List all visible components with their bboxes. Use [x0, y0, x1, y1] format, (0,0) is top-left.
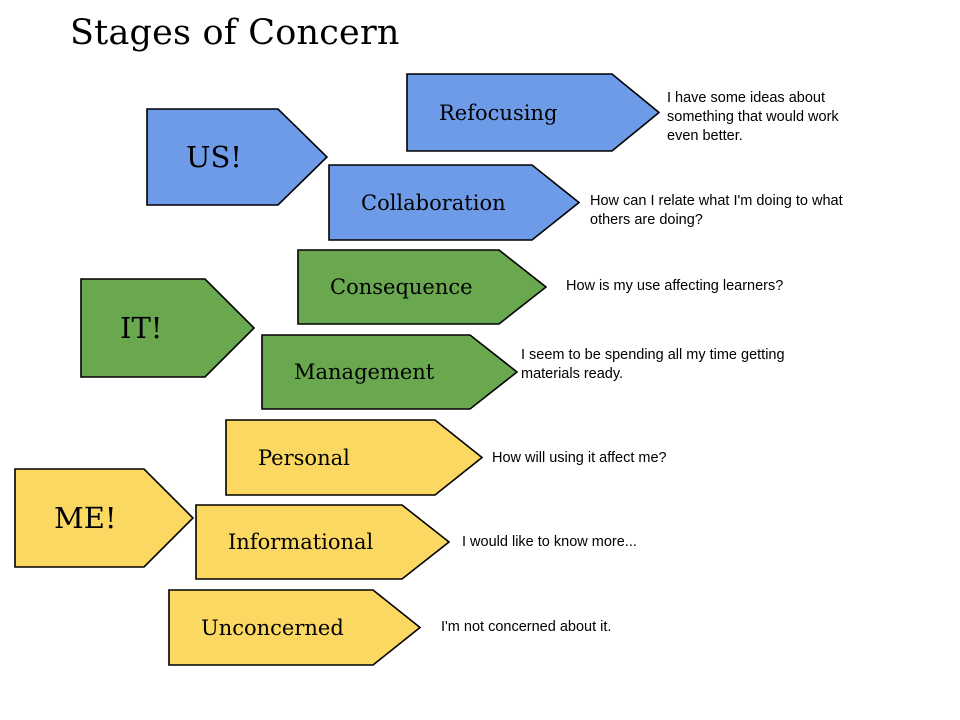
arrow-collaboration[interactable]: Collaboration: [328, 164, 580, 241]
arrow-unconcerned[interactable]: Unconcerned: [168, 589, 421, 666]
arrow-us[interactable]: US!: [146, 108, 328, 206]
description-collaboration: How can I relate what I'm doing to what …: [590, 193, 843, 228]
arrow-shape-it: [80, 278, 255, 378]
arrow-shape-me: [14, 468, 194, 568]
arrow-shape-unconcerned: [168, 589, 421, 666]
arrow-shape-personal: [225, 419, 483, 496]
arrow-personal[interactable]: Personal: [225, 419, 483, 496]
arrow-it[interactable]: IT!: [80, 278, 255, 378]
arrow-shape-collaboration: [328, 164, 580, 241]
arrow-shape-management: [261, 334, 518, 410]
description-personal: How will using it affect me?: [492, 450, 667, 466]
arrow-me[interactable]: ME!: [14, 468, 194, 568]
arrow-shape-consequence: [297, 249, 547, 325]
description-consequence: How is my use affecting learners?: [566, 278, 784, 294]
arrow-shape-informational: [195, 504, 450, 580]
arrow-informational[interactable]: Informational: [195, 504, 450, 580]
arrow-consequence[interactable]: Consequence: [297, 249, 547, 325]
arrow-management[interactable]: Management: [261, 334, 518, 410]
arrow-shape-us: [146, 108, 328, 206]
description-unconcerned: I'm not concerned about it.: [441, 619, 612, 635]
arrow-refocusing[interactable]: Refocusing: [406, 73, 660, 152]
description-refocusing: I have some ideas about something that w…: [667, 90, 839, 144]
description-management: I seem to be spending all my time gettin…: [521, 347, 785, 382]
arrow-shape-refocusing: [406, 73, 660, 152]
description-informational: I would like to know more...: [462, 534, 637, 550]
page-title: Stages of Concern: [70, 13, 400, 53]
